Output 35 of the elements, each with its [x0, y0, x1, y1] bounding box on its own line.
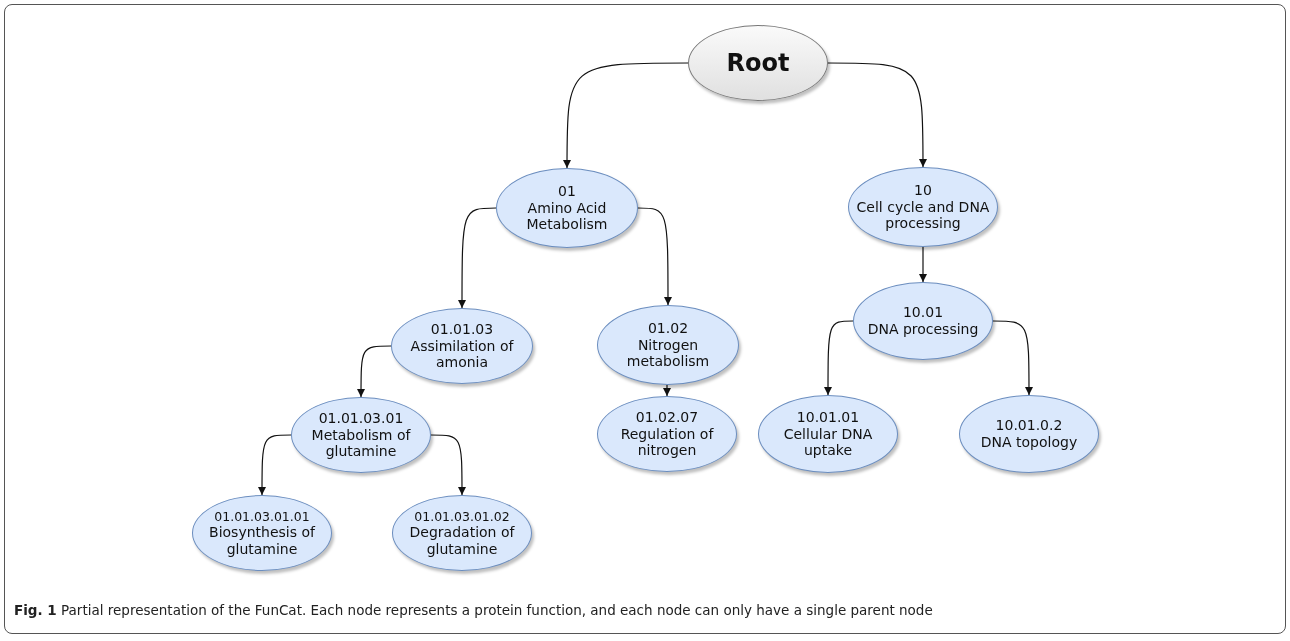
- category-code: 10.01.0.2: [994, 417, 1064, 434]
- node-label: Root: [725, 48, 791, 78]
- arrow: [562, 62, 689, 169]
- category-code: 01.01.03.01.02: [413, 508, 511, 524]
- category-name: Cellular DNA uptake: [782, 425, 874, 460]
- category-code: 01.02.07: [634, 408, 700, 426]
- arrow: [992, 320, 1034, 396]
- arrow: [918, 246, 928, 283]
- arrow: [823, 320, 854, 396]
- category-code: 01.01.03.01: [317, 409, 405, 427]
- category-code: 01.02: [646, 319, 690, 337]
- figure-caption: Fig. 1 Partial representation of the FunCat. Each node represents a protein function, and each node can only have a single parent node: [14, 602, 934, 618]
- category-name: DNA topology: [979, 434, 1079, 451]
- category-name: Amino Acid Metabolism: [525, 199, 609, 234]
- category-code: 10.01: [901, 304, 945, 321]
- category-name: Metabolism of glutamine: [310, 426, 412, 461]
- category-name: Nitrogen metabolism: [625, 336, 711, 371]
- arrow: [637, 207, 673, 306]
- arrow: [457, 207, 497, 309]
- arrow: [356, 345, 392, 398]
- category-code: 01.01.03.01.01: [213, 508, 311, 524]
- arrow: [430, 434, 467, 496]
- category-code: 01.01.03: [429, 320, 495, 338]
- category-name: Regulation of nitrogen: [619, 425, 715, 460]
- category-name: DNA processing: [866, 321, 980, 338]
- category-name: Degradation of glutamine: [408, 523, 516, 558]
- category-code: 10.01.01: [795, 408, 861, 426]
- category-code: 10: [913, 181, 933, 199]
- arrow: [257, 434, 292, 496]
- category-name: Biosynthesis of glutamine: [208, 523, 317, 558]
- category-name: Cell cycle and DNA processing: [855, 198, 991, 233]
- arrow: [827, 62, 928, 168]
- category-code: 01: [557, 182, 577, 200]
- category-name: Assimilation of amonia: [409, 337, 515, 372]
- arrow: [662, 384, 672, 397]
